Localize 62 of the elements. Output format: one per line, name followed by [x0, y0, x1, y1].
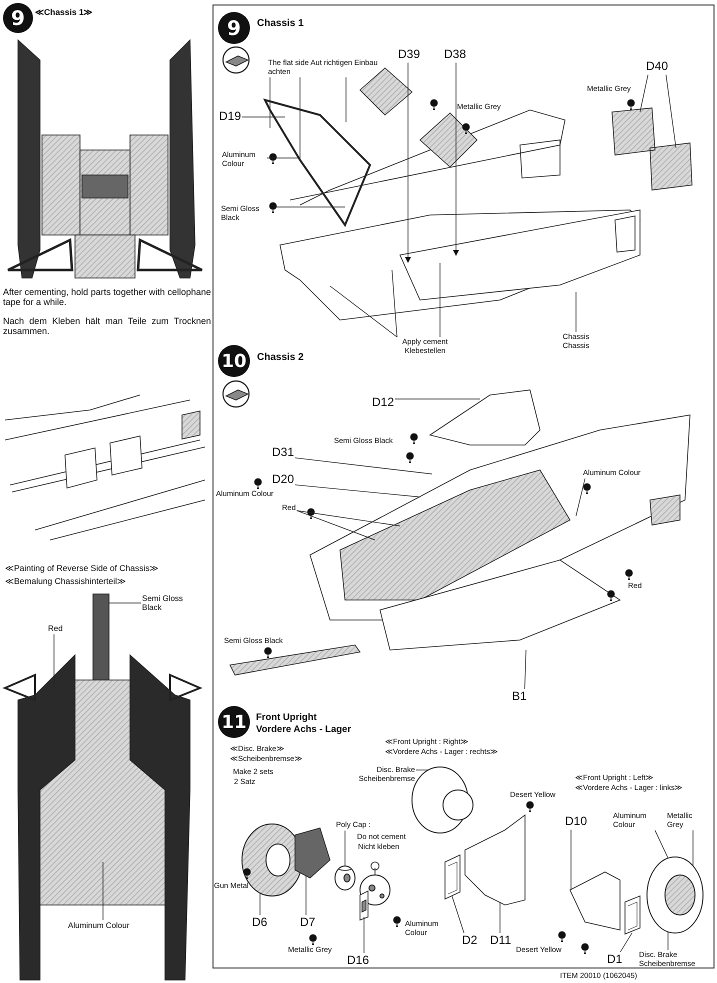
leader-line — [692, 830, 694, 866]
leader-line — [294, 484, 420, 498]
part-number: D38 — [444, 48, 466, 62]
part-number: D7 — [300, 916, 316, 930]
paint-label: Aluminum Colour — [68, 921, 130, 930]
paint-label: Semi Gloss Black — [142, 594, 204, 612]
paint-label: Red — [48, 624, 63, 634]
leader-line — [654, 830, 668, 858]
leader-line — [570, 829, 572, 890]
step-number-badge: 9 — [3, 3, 33, 33]
poly-cap-drawing — [334, 866, 356, 890]
part-number: D6 — [252, 916, 268, 930]
leader-line — [242, 116, 286, 118]
part-number: D11 — [490, 934, 512, 948]
instruction-text: After cementing, hold parts together with cellophane tape for a while. — [3, 287, 211, 308]
leader-line — [102, 862, 104, 920]
part-number: D19 — [219, 110, 242, 124]
leader-line — [330, 286, 398, 338]
leader-line — [274, 206, 346, 208]
arrow — [453, 62, 459, 256]
leader-line — [394, 398, 480, 400]
part-number: D39 — [398, 48, 420, 62]
brake-disc-drawing — [646, 856, 704, 934]
leader-line — [296, 510, 376, 540]
step-title: ≪Chassis 1≫ — [35, 8, 93, 18]
section-heading: ≪Painting of Reverse Side of Chassis≫ — [5, 564, 159, 574]
part-number: D16 — [347, 954, 370, 968]
leader-line — [620, 932, 632, 952]
leader-line — [640, 74, 648, 112]
leader-line — [666, 74, 676, 148]
arrow — [405, 62, 411, 263]
step-title: Front Upright — [256, 713, 317, 724]
step-title: Chassis 2 — [257, 352, 304, 364]
plate-drawing — [624, 895, 640, 935]
part-number: D1 — [607, 953, 622, 967]
leader-line — [524, 650, 526, 690]
step-title: Vordere Achs - Lager — [256, 725, 352, 736]
brake-caliper-drawing — [294, 828, 330, 878]
part-number: B1 — [512, 690, 527, 704]
part-number: D10 — [565, 815, 588, 829]
leader-line — [452, 896, 464, 934]
part-number: D2 — [462, 934, 478, 948]
brake-duct-drawing — [464, 814, 526, 906]
leader-line — [108, 602, 142, 604]
leader-line — [576, 478, 586, 516]
step-title: Chassis 1 — [257, 18, 304, 30]
part-number: D40 — [646, 60, 668, 74]
leader-line — [392, 270, 398, 338]
part-number: D12 — [372, 396, 394, 410]
leader-line — [344, 830, 346, 866]
instruction-text: Nach dem Kleben hält man Teile zum Trocknen zusammen. — [3, 316, 211, 337]
brake-duct-drawing — [569, 872, 620, 930]
leader-line — [296, 510, 400, 526]
step-number-badge: 11 — [218, 706, 250, 738]
part-number: D20 — [272, 473, 294, 487]
leader-line — [294, 457, 432, 474]
step-number-badge: 10 — [218, 345, 250, 377]
plate-drawing — [444, 854, 460, 900]
step-number-badge: 9 — [218, 12, 250, 44]
upright-drawing — [360, 862, 390, 921]
part-number: D31 — [272, 446, 294, 460]
section-heading: ≪Bemalung Chassishinterteil≫ — [5, 577, 126, 587]
